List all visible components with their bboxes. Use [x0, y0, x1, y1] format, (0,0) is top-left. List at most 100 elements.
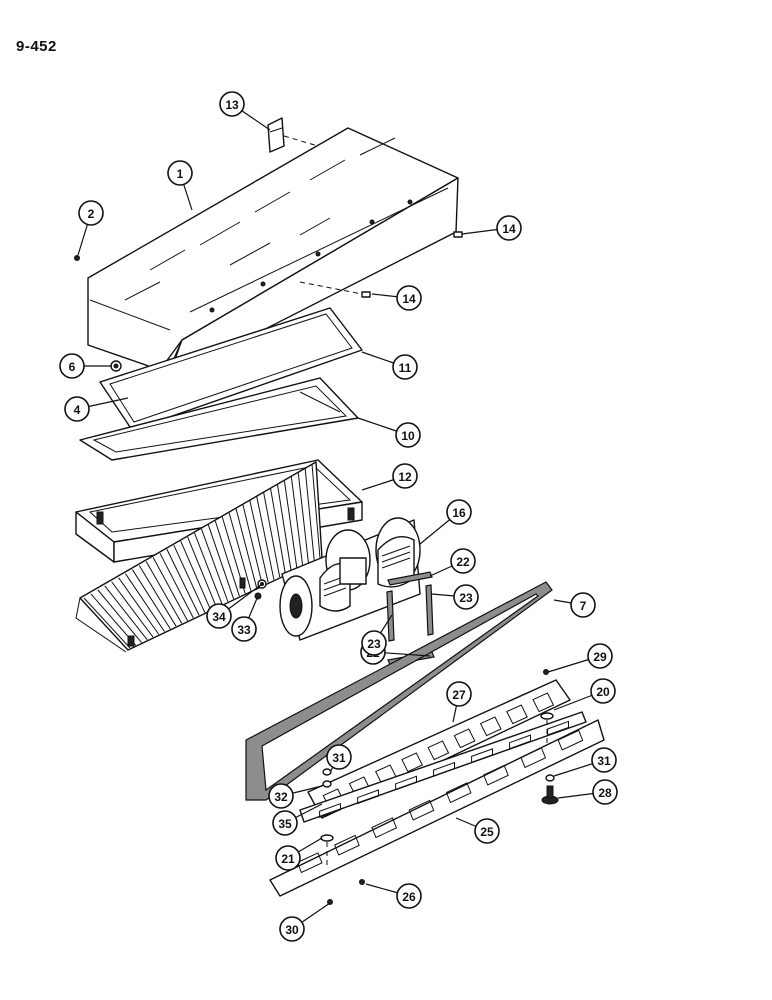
callout-number: 35	[278, 817, 292, 831]
callout-12: 12	[392, 463, 418, 489]
callout-circle	[275, 845, 301, 871]
callout-number: 6	[69, 360, 76, 374]
callout-number: 2	[88, 207, 95, 221]
callout-number: 27	[452, 688, 466, 702]
callout-number: 31	[597, 754, 611, 768]
callout-circle	[474, 818, 500, 844]
callout-number: 7	[580, 599, 587, 613]
screw-part	[74, 255, 80, 261]
callout-6: 6	[59, 353, 85, 379]
callout-10: 10	[395, 422, 421, 448]
callout-28: 28	[592, 779, 618, 805]
callout-number: 22	[456, 555, 470, 569]
callout-circle	[272, 810, 298, 836]
knob-part	[541, 785, 559, 805]
callout-13: 13	[219, 91, 245, 117]
callout-circle	[396, 285, 422, 311]
callout-circle	[326, 744, 352, 770]
callout-32: 32	[268, 783, 294, 809]
callout-number: 23	[459, 591, 473, 605]
washer-part	[320, 712, 555, 842]
nut-part	[110, 360, 122, 372]
callout-21: 21	[275, 845, 301, 871]
callout-circle	[450, 548, 476, 574]
callout-23: 23	[361, 630, 387, 656]
callout-number: 23	[367, 637, 381, 651]
page-number: 9-452	[16, 38, 57, 55]
lower-louver-plate-part	[269, 711, 605, 897]
callout-35: 35	[272, 810, 298, 836]
screw-part	[326, 669, 549, 905]
callout-circle	[587, 643, 613, 669]
callout-number: 28	[598, 786, 612, 800]
callout-circle	[396, 883, 422, 909]
callout-11: 11	[392, 354, 418, 380]
callout-number: 12	[398, 470, 412, 484]
callout-26: 26	[396, 883, 422, 909]
callout-circle	[78, 200, 104, 226]
callout-circle	[591, 747, 617, 773]
callout-number: 30	[285, 923, 299, 937]
callout-23: 23	[453, 584, 479, 610]
callout-number: 29	[593, 650, 607, 664]
callout-number: 25	[480, 825, 494, 839]
callout-circle	[219, 91, 245, 117]
callout-33: 33	[231, 616, 257, 642]
callout-number: 20	[596, 685, 610, 699]
callout-labels: 1246710111213141416202122222323252627282…	[59, 91, 618, 942]
callout-circle	[395, 422, 421, 448]
callout-16: 16	[446, 499, 472, 525]
callout-4: 4	[64, 396, 90, 422]
callout-number: 31	[332, 751, 346, 765]
callout-number: 1	[177, 167, 184, 181]
main-gasket-part	[245, 581, 553, 801]
callout-circle	[206, 603, 232, 629]
pin-part	[299, 231, 463, 298]
callout-number: 14	[502, 222, 516, 236]
bracket-part	[267, 117, 319, 153]
callout-number: 14	[402, 292, 416, 306]
callout-number: 13	[225, 98, 239, 112]
callout-number: 21	[281, 852, 295, 866]
callout-circle	[64, 396, 90, 422]
callout-2: 2	[78, 200, 104, 226]
callout-circle	[279, 916, 305, 942]
callout-circle	[496, 215, 522, 241]
callout-number: 4	[74, 403, 81, 417]
callout-circle	[446, 681, 472, 707]
callout-circle	[392, 354, 418, 380]
callout-1: 1	[167, 160, 193, 186]
callout-14: 14	[496, 215, 522, 241]
blower-assembly-part	[279, 517, 421, 641]
callout-31: 31	[326, 744, 352, 770]
callout-circle	[268, 783, 294, 809]
callout-22: 22	[450, 548, 476, 574]
callout-29: 29	[587, 643, 613, 669]
callout-25: 25	[474, 818, 500, 844]
callout-circle	[446, 499, 472, 525]
callout-circle	[167, 160, 193, 186]
callout-number: 26	[402, 890, 416, 904]
callout-20: 20	[590, 678, 616, 704]
callout-27: 27	[446, 681, 472, 707]
grille-part	[75, 461, 323, 653]
callout-30: 30	[279, 916, 305, 942]
callout-31: 31	[591, 747, 617, 773]
callout-circle	[453, 584, 479, 610]
callout-circle	[392, 463, 418, 489]
callout-number: 11	[399, 361, 412, 375]
callout-circle	[590, 678, 616, 704]
callout-number: 33	[237, 623, 251, 637]
callout-circle	[361, 630, 387, 656]
callout-number: 32	[274, 790, 288, 804]
callout-circle	[231, 616, 257, 642]
filter-gasket-part	[99, 307, 363, 431]
callout-circle	[59, 353, 85, 379]
callout-number: 16	[452, 506, 466, 520]
callout-14: 14	[396, 285, 422, 311]
callout-circle	[570, 592, 596, 618]
callout-circle	[592, 779, 618, 805]
callout-number: 10	[401, 429, 415, 443]
callout-7: 7	[570, 592, 596, 618]
